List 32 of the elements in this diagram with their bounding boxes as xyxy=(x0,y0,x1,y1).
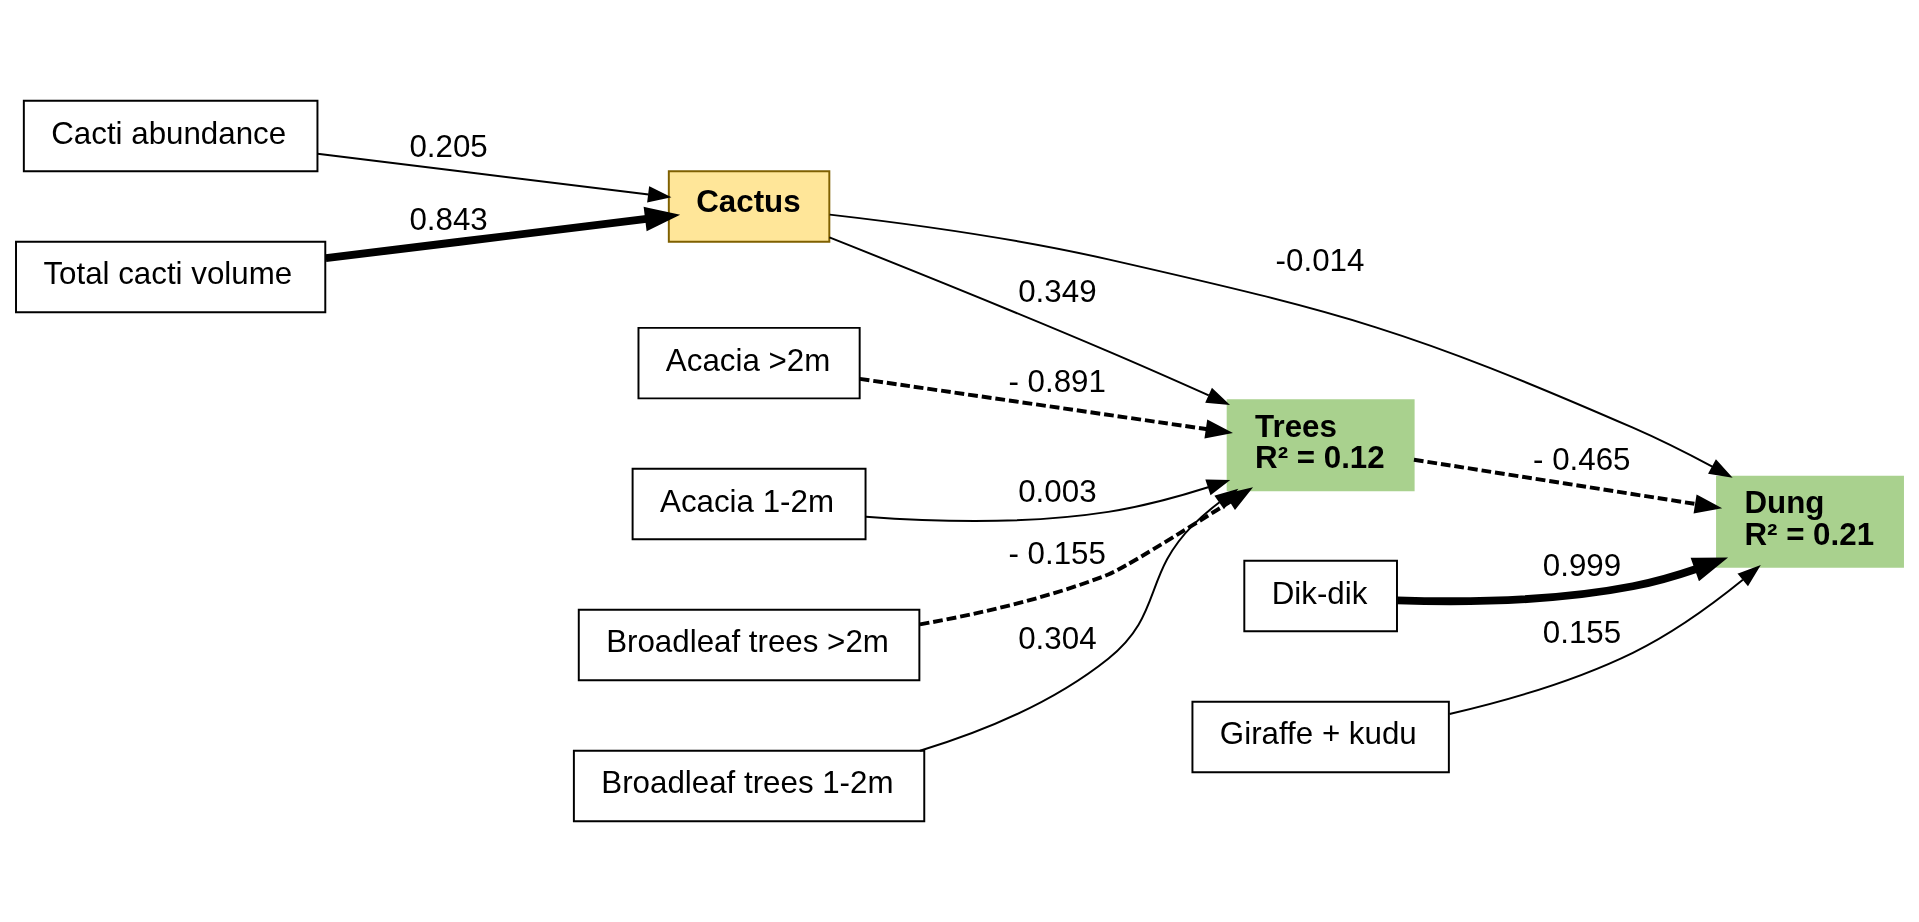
arrow xyxy=(864,479,1231,522)
arrow xyxy=(859,376,1233,439)
edge-label: 0.003 xyxy=(1018,473,1097,509)
node-box: Total cacti volume xyxy=(15,240,327,314)
arrow xyxy=(325,206,681,263)
edge-label: 0.349 xyxy=(1018,274,1097,310)
node-box: Trees R² = 0.12 xyxy=(1226,399,1415,492)
edge-label: - 0.465 xyxy=(1533,442,1631,478)
node-box: Acacia >2m xyxy=(637,326,861,400)
node-box: Dung R² = 0.21 xyxy=(1716,475,1904,568)
edge-label: 0.999 xyxy=(1542,548,1622,584)
node-box: Dik-dik xyxy=(1243,559,1398,633)
edge-label: 0.155 xyxy=(1542,614,1622,650)
node-box: Acacia 1-2m xyxy=(631,467,867,541)
node-box: Cactus xyxy=(667,170,831,243)
edge-label: - 0.155 xyxy=(1008,536,1106,572)
node-box: Broadleaf trees >2m xyxy=(577,608,921,682)
arrow xyxy=(1448,564,1761,715)
edge-label: -0.014 xyxy=(1275,242,1365,278)
edge-label: - 0.891 xyxy=(1008,364,1106,400)
edge-label: 0.304 xyxy=(1018,620,1097,656)
edge-label: 0.843 xyxy=(409,201,488,237)
node-box: Broadleaf trees 1-2m xyxy=(572,749,926,823)
node-box: Cacti abundance xyxy=(22,99,319,173)
arrow xyxy=(828,236,1231,405)
arrow xyxy=(919,488,1239,752)
arrow xyxy=(1413,457,1723,514)
arrow xyxy=(1397,557,1729,606)
arrow xyxy=(828,213,1733,478)
edge-label: 0.205 xyxy=(409,129,488,165)
arrow xyxy=(316,152,672,203)
node-box: Giraffe + kudu xyxy=(1191,700,1450,774)
